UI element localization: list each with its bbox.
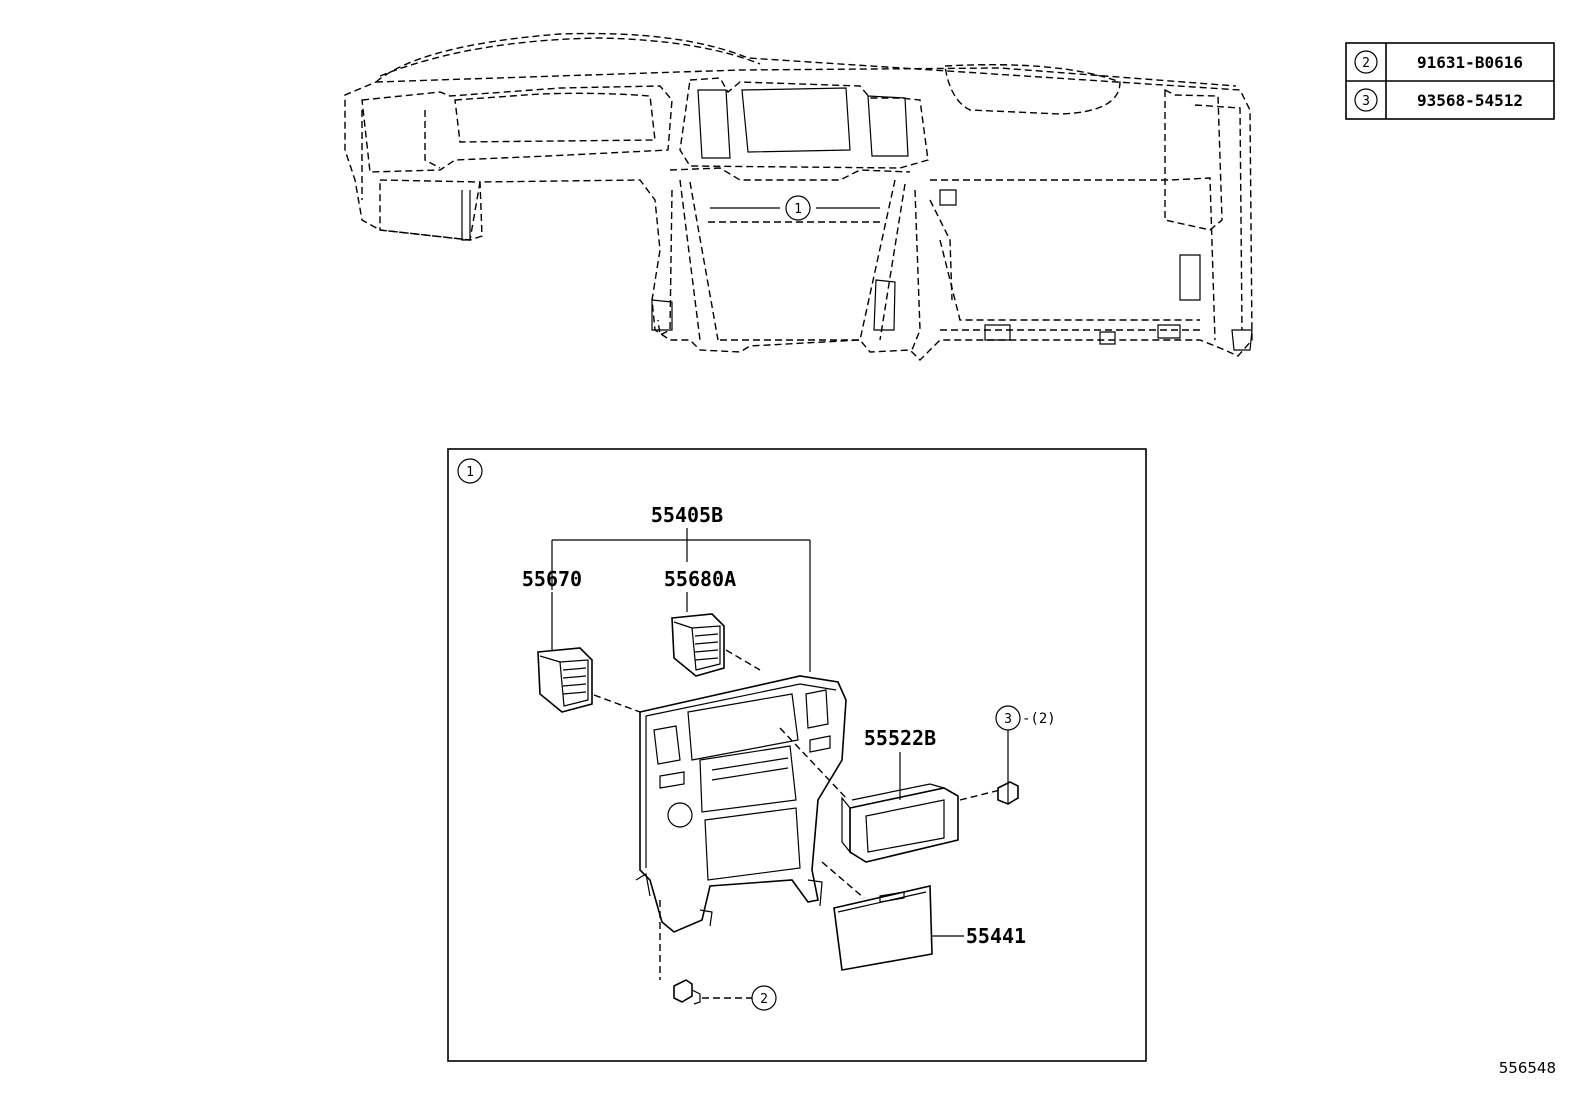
table-row: 2 91631-B0616 [1354, 50, 1523, 74]
callout-circle [1354, 88, 1378, 112]
pocket-55522B [841, 783, 959, 863]
table-callout: 3 [1362, 94, 1370, 109]
table-part-number: 93568-54512 [1417, 91, 1523, 110]
screw-3 [997, 781, 1019, 805]
figure-id: 556548 [1499, 1059, 1556, 1077]
overview-callout: 1 [794, 202, 802, 217]
reference-table: 2 91631-B0616 3 93568-54512 [1345, 42, 1555, 120]
fastener-callout: 3 [1004, 712, 1012, 727]
table-callout: 2 [1362, 56, 1370, 71]
dashboard-overview: 1 [344, 32, 1253, 361]
bolt-2 [673, 979, 701, 1005]
vent-55670 [537, 647, 593, 713]
center-bezel [635, 675, 847, 933]
callout-circle [785, 195, 811, 221]
cover-55441 [833, 885, 933, 971]
vent-55680A [671, 613, 725, 677]
table-part-number: 91631-B0616 [1417, 53, 1523, 72]
table-row: 3 93568-54512 [1354, 88, 1523, 112]
callout-circle [1354, 50, 1378, 74]
part-label-55680A: 55680A [664, 567, 736, 591]
part-label-55522B: 55522B [864, 726, 936, 750]
callout-circle [457, 458, 483, 484]
callout-circle [751, 985, 777, 1011]
part-label-55670: 55670 [522, 567, 582, 591]
callout-circle [995, 705, 1021, 731]
detail-frame: 1 55405B 55670 55680A [447, 448, 1147, 1062]
fastener-quantity: -(2) [1022, 711, 1056, 727]
fastener-callout: 2 [760, 992, 768, 1007]
part-label-55405B: 55405B [651, 503, 723, 527]
part-label-55441: 55441 [966, 924, 1026, 948]
detail-callout: 1 [466, 465, 474, 480]
